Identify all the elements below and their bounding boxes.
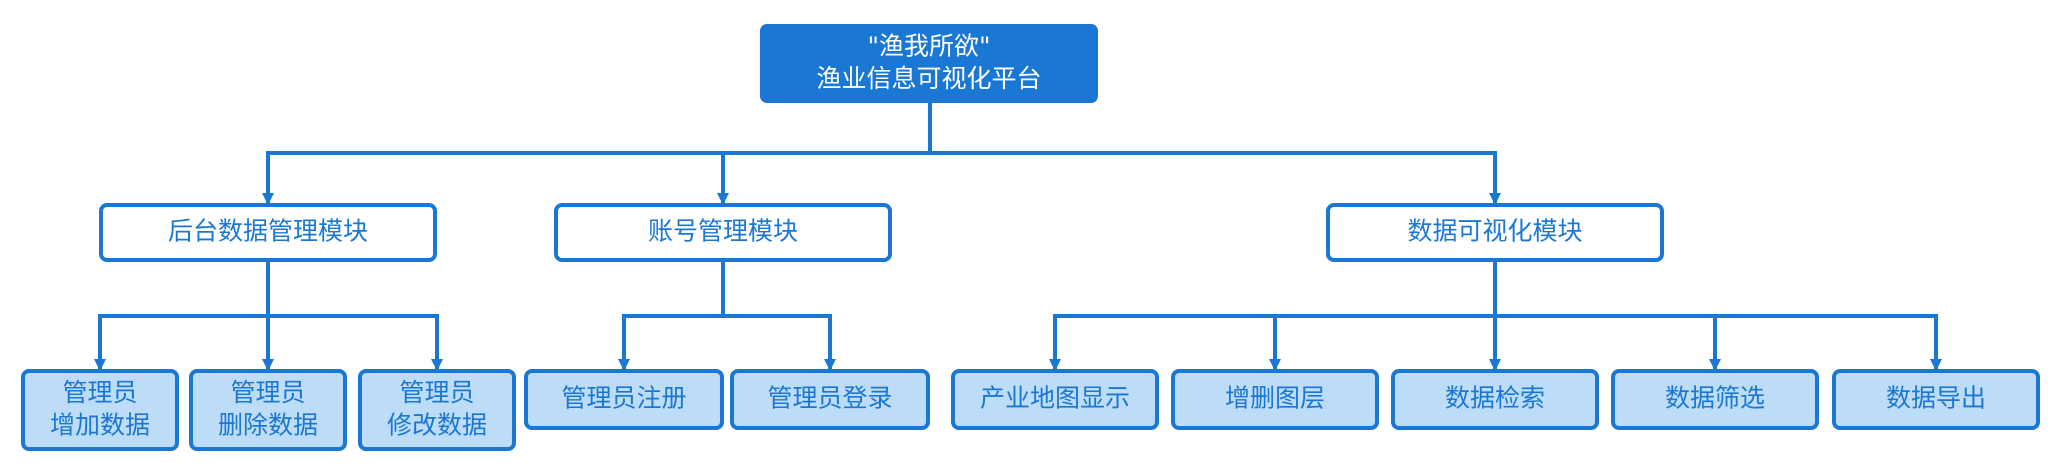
leaf-node: 管理员注册 <box>524 369 724 430</box>
connector-layer <box>94 100 1942 372</box>
leaf-node: 数据检索 <box>1391 369 1599 430</box>
leaf-box <box>951 369 1159 430</box>
leaf-box <box>1391 369 1599 430</box>
leaf-box <box>21 369 179 451</box>
leaf-label-line: 产业地图显示 <box>980 384 1130 413</box>
leaf-label-line: 修改数据 <box>387 410 487 439</box>
leaf-box <box>730 369 930 430</box>
module-box <box>99 203 437 262</box>
leaf-node: 增删图层 <box>1171 369 1379 430</box>
leaf-label-line: 管理员 <box>230 378 305 407</box>
leaf-label-line: 管理员 <box>399 378 474 407</box>
leaf-box <box>1611 369 1819 430</box>
leaf-box <box>524 369 724 430</box>
leaf-box <box>1171 369 1379 430</box>
module-node: 后台数据管理模块 <box>99 203 437 262</box>
root-node: "渔我所欲" 渔业信息可视化平台 <box>760 24 1098 103</box>
root-title-line: "渔我所欲" <box>868 31 991 60</box>
leaf-label-line: 增加数据 <box>50 410 150 439</box>
leaf-node: 管理员登录 <box>730 369 930 430</box>
module-label: 账号管理模块 <box>648 217 798 246</box>
leaf-label-line: 数据导出 <box>1886 384 1986 413</box>
leaf-node: 数据导出 <box>1832 369 2040 430</box>
leaf-label-line: 数据筛选 <box>1665 384 1765 413</box>
module-box <box>554 203 892 262</box>
module-node: 账号管理模块 <box>554 203 892 262</box>
leaf-node: 数据筛选 <box>1611 369 1819 430</box>
leaf-label-line: 管理员注册 <box>561 384 686 413</box>
leaf-label-line: 数据检索 <box>1445 384 1545 413</box>
leaf-label-line: 删除数据 <box>218 410 318 439</box>
module-node: 数据可视化模块 <box>1326 203 1664 262</box>
module-label: 数据可视化模块 <box>1407 217 1582 246</box>
module-label: 后台数据管理模块 <box>168 217 368 246</box>
leaf-label-line: 增删图层 <box>1225 384 1325 413</box>
leaf-node: 产业地图显示 <box>951 369 1159 430</box>
leaf-box <box>189 369 347 451</box>
leaf-box <box>358 369 516 451</box>
node-layer: "渔我所欲"渔业信息可视化平台后台数据管理模块管理员增加数据管理员删除数据管理员… <box>21 24 2040 451</box>
leaf-label-line: 管理员 <box>62 378 137 407</box>
module-box <box>1326 203 1664 262</box>
root-box <box>760 24 1098 103</box>
leaf-box <box>1832 369 2040 430</box>
leaf-label-line: 管理员登录 <box>767 384 892 413</box>
root-title-line: 渔业信息可视化平台 <box>816 64 1041 93</box>
